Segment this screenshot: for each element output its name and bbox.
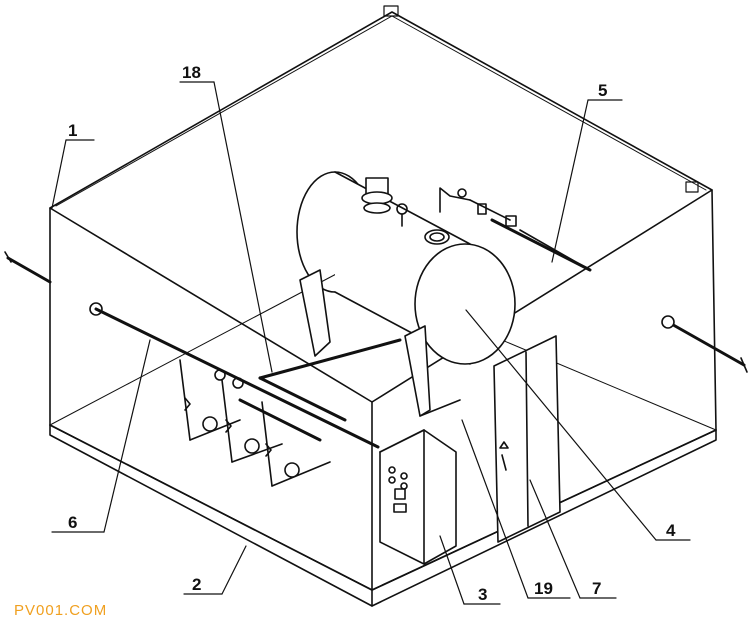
label-18: 18 — [182, 63, 201, 82]
label-3: 3 — [478, 585, 487, 604]
label-5: 5 — [598, 81, 607, 100]
label-6: 6 — [68, 513, 77, 532]
control-cabinet — [379, 429, 457, 565]
pressure-tank — [296, 171, 516, 417]
label-7: 7 — [592, 579, 601, 598]
label-4: 4 — [666, 521, 676, 540]
watermark: PV001.COM — [14, 602, 108, 619]
label-1: 1 — [68, 121, 77, 140]
label-2: 2 — [192, 575, 201, 594]
pump-group — [179, 338, 402, 487]
door — [493, 335, 561, 543]
top-outlet-pipe — [439, 187, 592, 272]
label-19: 19 — [534, 579, 553, 598]
leader-lines — [51, 81, 691, 605]
